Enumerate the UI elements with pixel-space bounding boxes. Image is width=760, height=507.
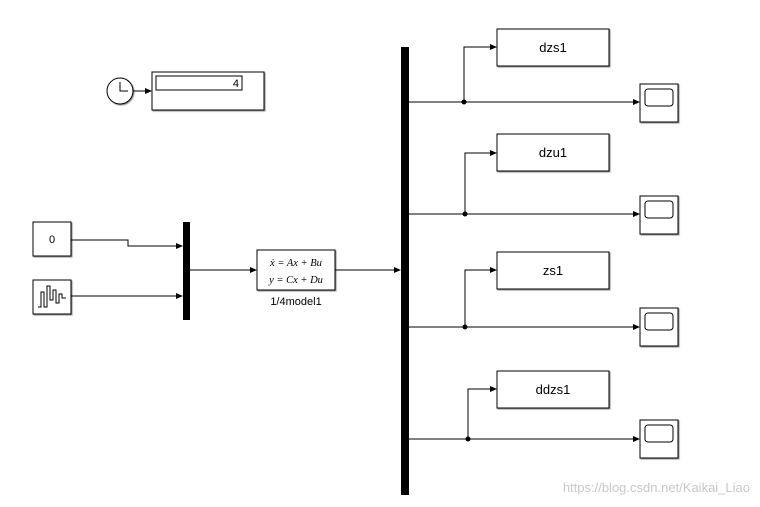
- scope-block-2[interactable]: [639, 195, 679, 235]
- clock-block[interactable]: [106, 77, 134, 105]
- output-equation: y = Cx + Du: [268, 275, 323, 286]
- wire-branch-3-goto: [464, 269, 490, 327]
- signal-source-block[interactable]: [32, 279, 72, 315]
- scope-icon: [644, 424, 674, 443]
- branch-point-2: [462, 211, 468, 217]
- wire-branch-4-goto: [467, 388, 490, 439]
- scope-icon: [644, 312, 674, 331]
- state-space-block[interactable]: ẋ = Ax + Bu y = Cx + Du: [256, 249, 336, 291]
- scope-block-3[interactable]: [639, 307, 679, 347]
- scope-block-4[interactable]: [639, 419, 679, 459]
- signal-waveform-icon: [38, 285, 66, 308]
- state-equation: ẋ = Ax + Bu: [269, 258, 322, 269]
- constant-block[interactable]: 0: [32, 221, 72, 257]
- display-block[interactable]: 4: [151, 71, 265, 111]
- wire-constant-mux: [71, 239, 177, 247]
- output-label: dzs1: [539, 40, 566, 55]
- output-label: zs1: [543, 263, 563, 278]
- output-label: dzu1: [539, 145, 567, 160]
- display-value: 4: [233, 78, 239, 90]
- output-block-ddzs1[interactable]: ddzs1: [496, 370, 610, 409]
- state-space-label: 1/4model1: [270, 296, 321, 308]
- demux-block[interactable]: [401, 47, 409, 495]
- mux-block[interactable]: [183, 222, 190, 320]
- output-block-dzs1[interactable]: dzs1: [496, 28, 610, 67]
- constant-value: 0: [49, 234, 55, 246]
- branch-point-4: [465, 436, 471, 442]
- clock-icon: [119, 82, 128, 92]
- scope-icon: [644, 88, 674, 107]
- display-readout: [155, 75, 243, 91]
- branch-point-1: [461, 99, 467, 105]
- watermark: https://blog.csdn.net/Kaikai_Liao: [563, 480, 750, 495]
- output-label: ddzs1: [536, 382, 571, 397]
- output-block-zs1[interactable]: zs1: [496, 251, 610, 290]
- branch-point-3: [462, 324, 468, 330]
- wire-branch-1-goto: [463, 46, 490, 102]
- wire-branch-2-goto: [464, 152, 490, 214]
- scope-icon: [644, 200, 674, 219]
- output-block-dzu1[interactable]: dzu1: [496, 133, 610, 172]
- scope-block-1[interactable]: [639, 83, 679, 123]
